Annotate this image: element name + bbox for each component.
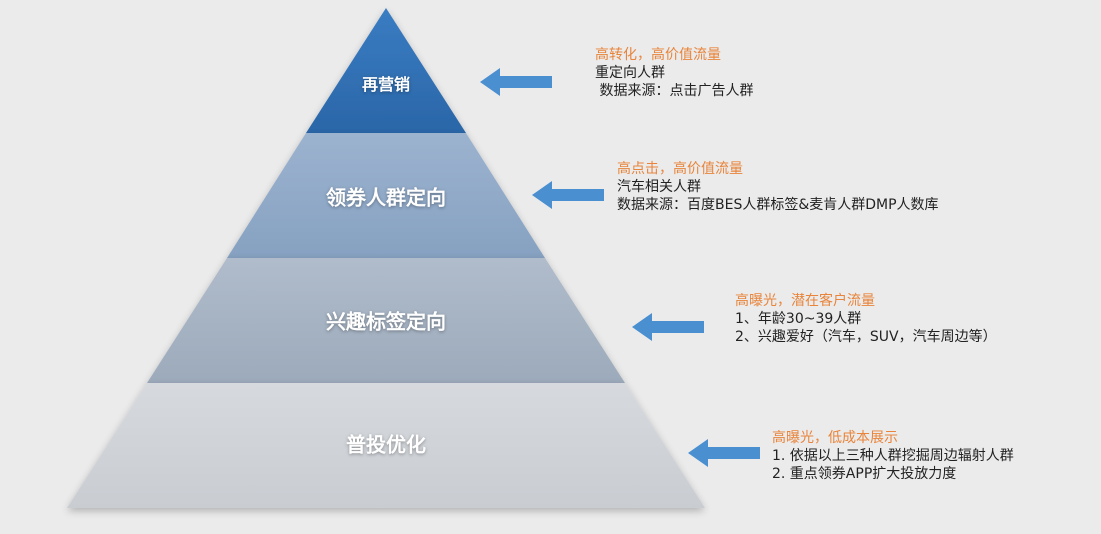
- tier-4-headline: 高曝光，低成本展示: [772, 430, 898, 446]
- tier-2-headline: 高点击，高价值流量: [617, 161, 743, 177]
- tier-4-shape: [67, 383, 705, 508]
- tier-3-line-1: 1、年龄30~39人群: [735, 311, 862, 327]
- tier-4-label: 普投优化: [346, 432, 426, 457]
- tier-1-label: 再营销: [361, 75, 411, 94]
- tier-3-label: 兴趣标签定向: [326, 309, 446, 334]
- tier-1-shape: [306, 8, 466, 133]
- arrow-left-icon: [688, 439, 760, 467]
- tier-1-line-1: 重定向人群: [595, 65, 665, 81]
- tier-4-line-2: 2. 重点领券APP扩大投放力度: [772, 466, 957, 482]
- tier-1-line-2: 数据来源：点击广告人群: [595, 83, 754, 99]
- tier-1-description: 高转化，高价值流量 重定向人群 数据来源：点击广告人群: [595, 46, 753, 100]
- tier-2-line-2: 数据来源：百度BES人群标签&麦肯人群DMP人数库: [617, 197, 939, 213]
- arrow-left-icon: [532, 181, 604, 209]
- arrow-left-icon: [480, 68, 552, 96]
- tier-4-line-1: 1. 依据以上三种人群挖掘周边辐射人群: [772, 448, 1014, 464]
- tier-2-label: 领券人群定向: [326, 185, 446, 210]
- tier-3-shape: [147, 258, 625, 383]
- tier-3-description: 高曝光，潜在客户流量 1、年龄30~39人群 2、兴趣爱好（汽车，SUV，汽车周…: [735, 292, 997, 346]
- tier-3-headline: 高曝光，潜在客户流量: [735, 293, 875, 309]
- tier-1-headline: 高转化，高价值流量: [595, 47, 721, 63]
- tier-4-description: 高曝光，低成本展示 1. 依据以上三种人群挖掘周边辐射人群 2. 重点领券APP…: [772, 429, 1014, 483]
- tier-2-line-1: 汽车相关人群: [617, 179, 701, 195]
- tier-2-description: 高点击，高价值流量 汽车相关人群 数据来源：百度BES人群标签&麦肯人群DMP人…: [617, 160, 939, 214]
- tier-2-shape: [227, 133, 545, 258]
- tier-3-line-2: 2、兴趣爱好（汽车，SUV，汽车周边等）: [735, 329, 997, 345]
- arrow-left-icon: [632, 313, 704, 341]
